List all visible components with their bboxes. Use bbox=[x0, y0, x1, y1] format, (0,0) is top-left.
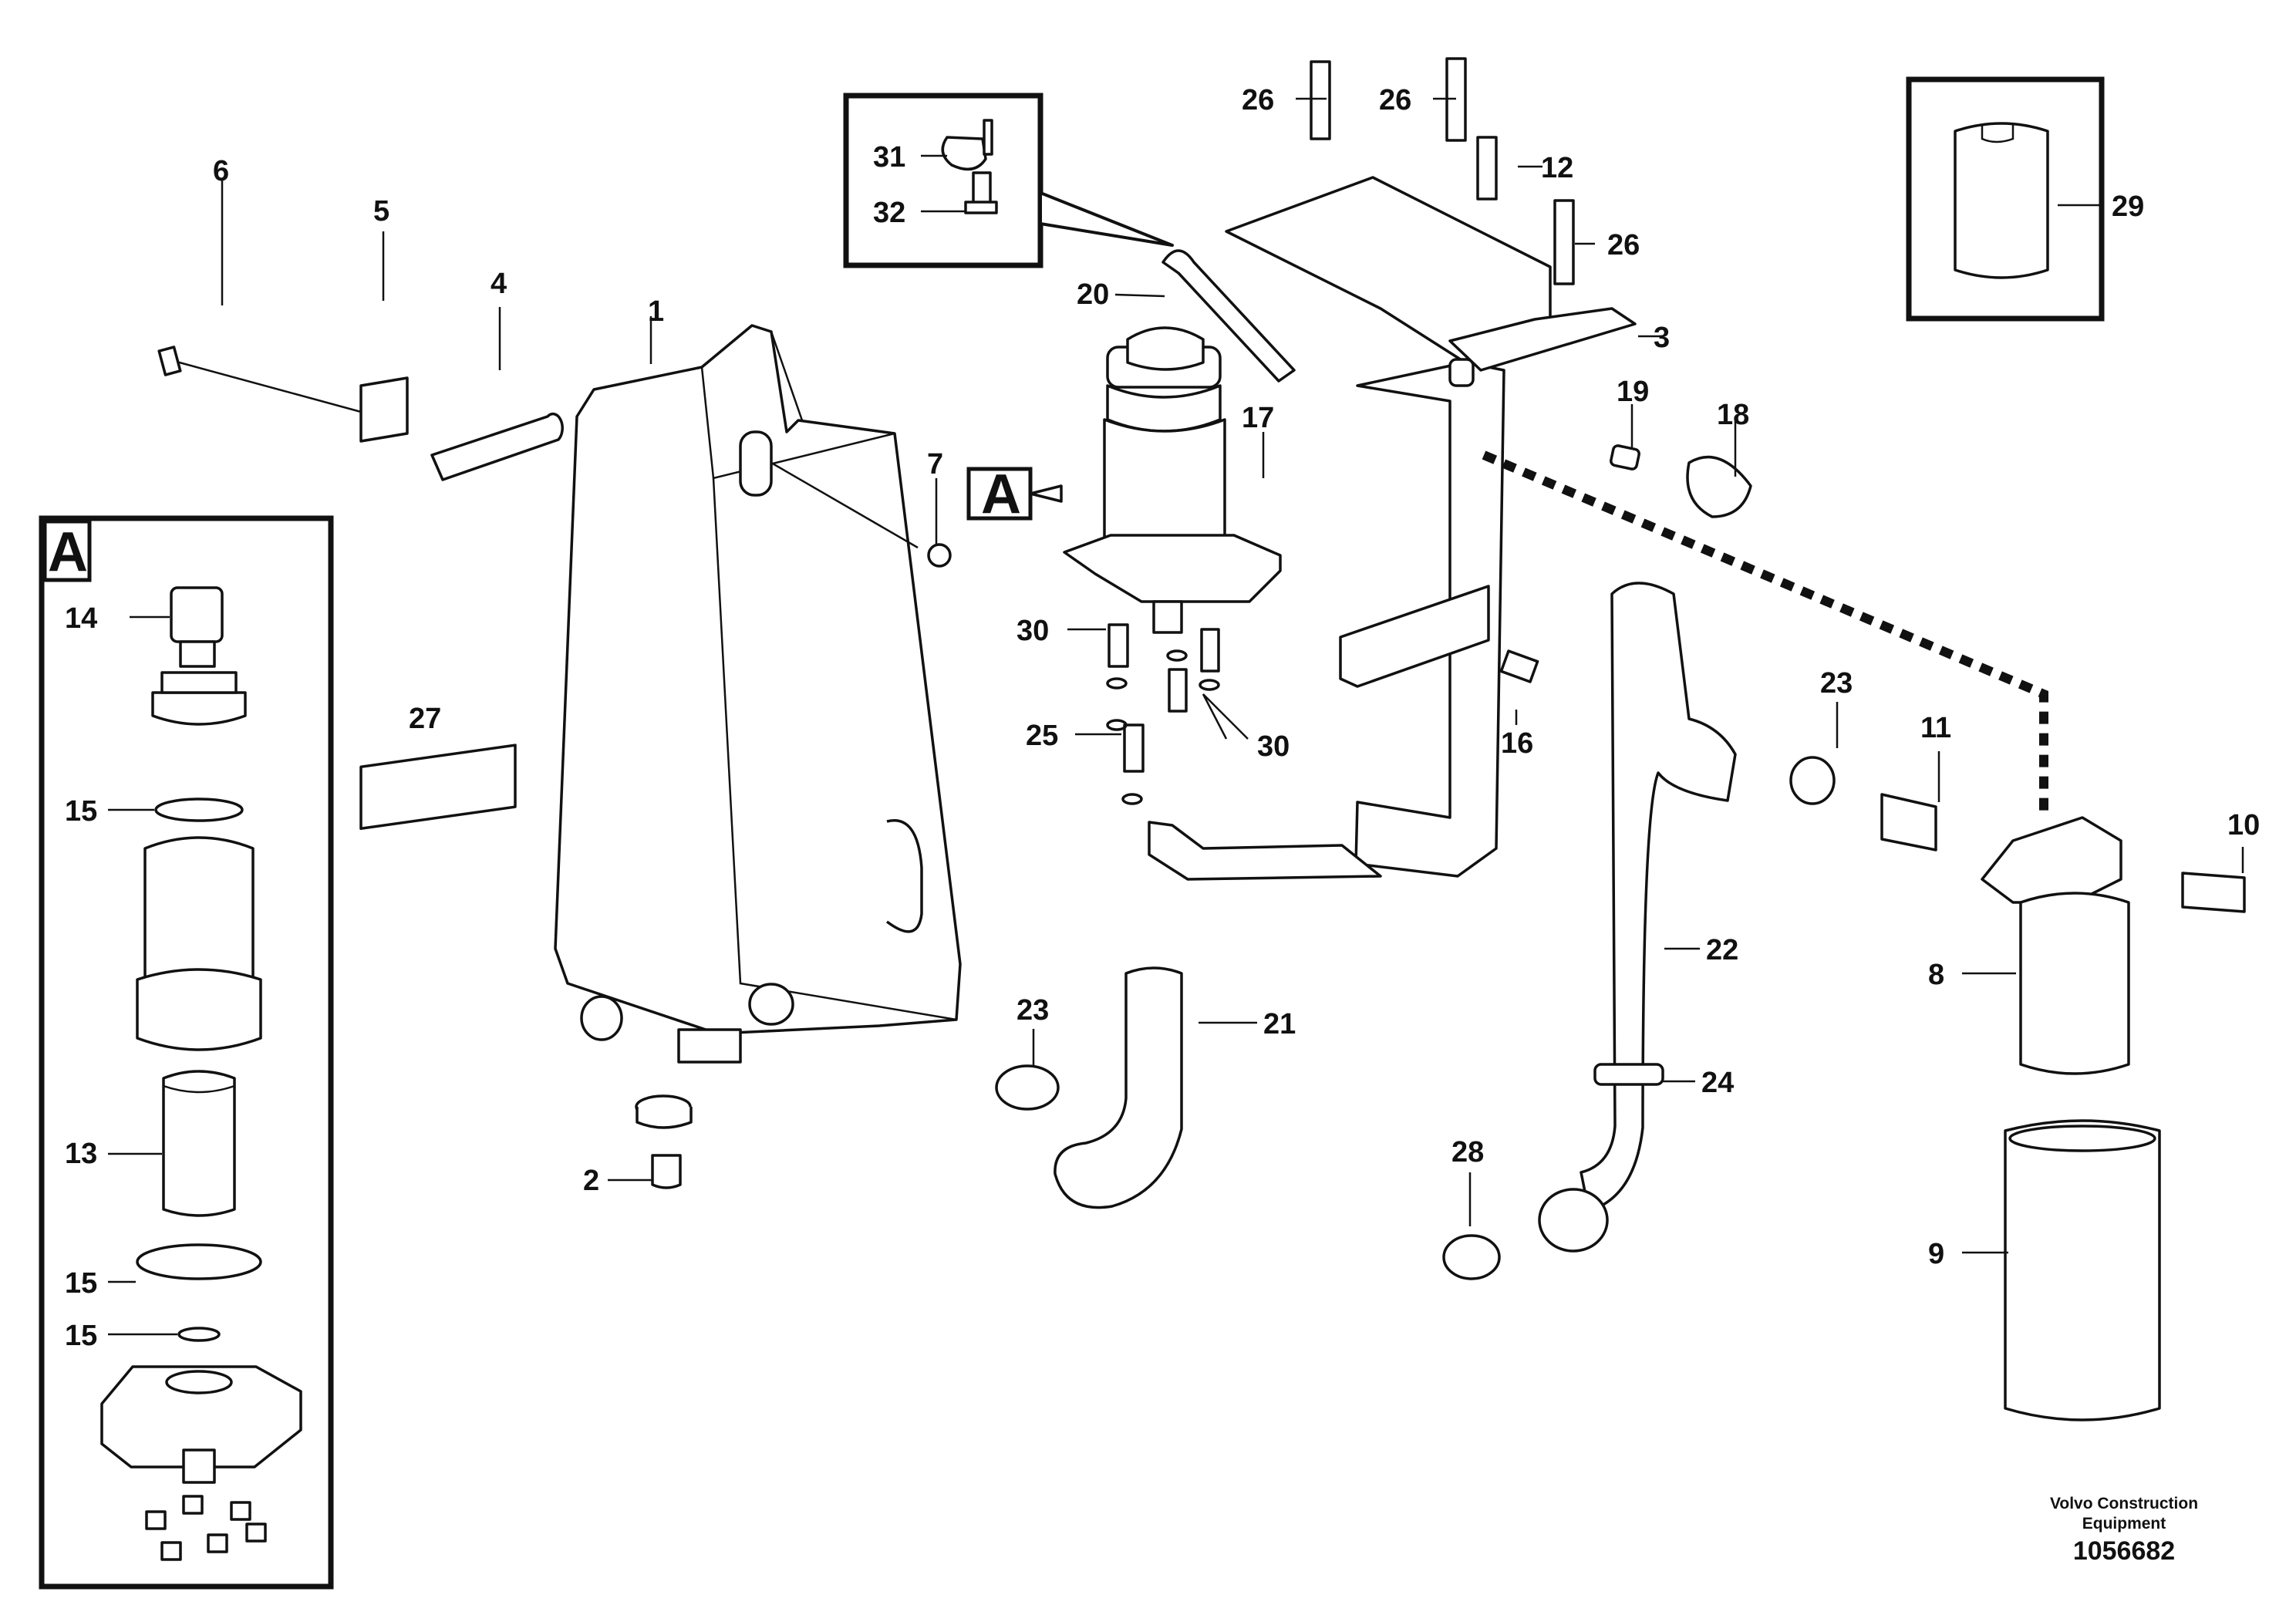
callout-28: 28 bbox=[1451, 1136, 1484, 1168]
callout-10: 10 bbox=[2227, 809, 2260, 841]
cable-clip-icon bbox=[941, 119, 998, 214]
breather-cap bbox=[151, 586, 247, 726]
callout-25: 25 bbox=[1026, 720, 1058, 752]
callout-21: 21 bbox=[1263, 1008, 1296, 1040]
callout-26a: 26 bbox=[1242, 84, 1274, 116]
callout-16: 16 bbox=[1501, 727, 1533, 760]
hydraulic-tank bbox=[554, 324, 962, 1064]
callout-1: 1 bbox=[648, 295, 664, 328]
filter-base bbox=[100, 1365, 302, 1484]
inset-clamp-sleeve bbox=[1906, 76, 2105, 322]
filter-bracket bbox=[1148, 176, 1637, 881]
document-number: 1056682 bbox=[2073, 1536, 2175, 1566]
fittings bbox=[1106, 623, 1220, 805]
callout-24: 24 bbox=[1701, 1067, 1734, 1099]
callout-17: 17 bbox=[1242, 402, 1274, 434]
return-filter-assembly bbox=[1063, 326, 1282, 634]
callout-30a: 30 bbox=[1017, 615, 1049, 647]
leader-lines bbox=[108, 97, 2244, 1336]
callout-15c: 15 bbox=[65, 1320, 97, 1352]
callout-32: 32 bbox=[873, 197, 905, 229]
hose-fittings-18-19 bbox=[1610, 444, 1752, 518]
inset-a-label: A bbox=[48, 521, 88, 583]
callout-8: 8 bbox=[1928, 959, 1944, 991]
callout-29: 29 bbox=[2112, 191, 2144, 223]
detail-a-marker-label: A bbox=[981, 464, 1021, 525]
callout-3: 3 bbox=[1654, 322, 1670, 354]
callout-6: 6 bbox=[213, 155, 229, 187]
callout-7: 7 bbox=[927, 448, 943, 481]
inset-detail-a bbox=[39, 515, 334, 1590]
callout-26b: 26 bbox=[1379, 84, 1411, 116]
callout-14: 14 bbox=[65, 602, 97, 635]
hose-20 bbox=[1161, 249, 1296, 383]
credit-line-1: Volvo Construction bbox=[2050, 1495, 2198, 1512]
callout-9: 9 bbox=[1928, 1238, 1944, 1270]
base-nuts bbox=[145, 1495, 267, 1561]
callout-22: 22 bbox=[1706, 934, 1738, 966]
drain-plug bbox=[635, 1094, 693, 1189]
callout-18: 18 bbox=[1717, 399, 1749, 431]
callout-12: 12 bbox=[1541, 152, 1573, 184]
hose-clamp-sleeve-icon bbox=[1954, 122, 2049, 279]
filter-housing bbox=[136, 836, 262, 1051]
callout-5: 5 bbox=[373, 195, 389, 228]
callout-26c: 26 bbox=[1607, 229, 1640, 261]
callout-23b: 23 bbox=[1820, 667, 1853, 700]
callout-23a: 23 bbox=[1017, 994, 1049, 1027]
warning-label bbox=[359, 744, 517, 830]
callout-19: 19 bbox=[1617, 376, 1649, 408]
suction-hose bbox=[1054, 966, 1183, 1209]
callout-11: 11 bbox=[1920, 712, 1951, 744]
callout-4: 4 bbox=[491, 268, 507, 300]
callout-31: 31 bbox=[873, 141, 905, 174]
detail-a-arrow bbox=[1029, 484, 1063, 503]
callout-2: 2 bbox=[583, 1165, 599, 1197]
inset-clip-detail bbox=[843, 93, 1174, 268]
callout-15a: 15 bbox=[65, 795, 97, 828]
filter-element bbox=[162, 1070, 236, 1217]
hose-clamps bbox=[995, 756, 1836, 1280]
callout-27: 27 bbox=[409, 703, 441, 735]
spin-on-filter bbox=[1981, 816, 2161, 1421]
credit-line-2: Equipment bbox=[2082, 1515, 2166, 1533]
callouts: 1 2 3 4 5 6 7 8 9 10 11 12 13 14 15 15 1… bbox=[48, 84, 2260, 1566]
callout-20: 20 bbox=[1077, 278, 1109, 311]
adapters bbox=[1880, 793, 2246, 913]
callout-15b: 15 bbox=[65, 1267, 97, 1300]
return-hose bbox=[1538, 582, 1737, 1253]
routing-dash bbox=[1482, 450, 2048, 818]
mounting-hardware bbox=[157, 346, 952, 568]
callout-30b: 30 bbox=[1257, 730, 1290, 763]
callout-13: 13 bbox=[65, 1138, 97, 1170]
